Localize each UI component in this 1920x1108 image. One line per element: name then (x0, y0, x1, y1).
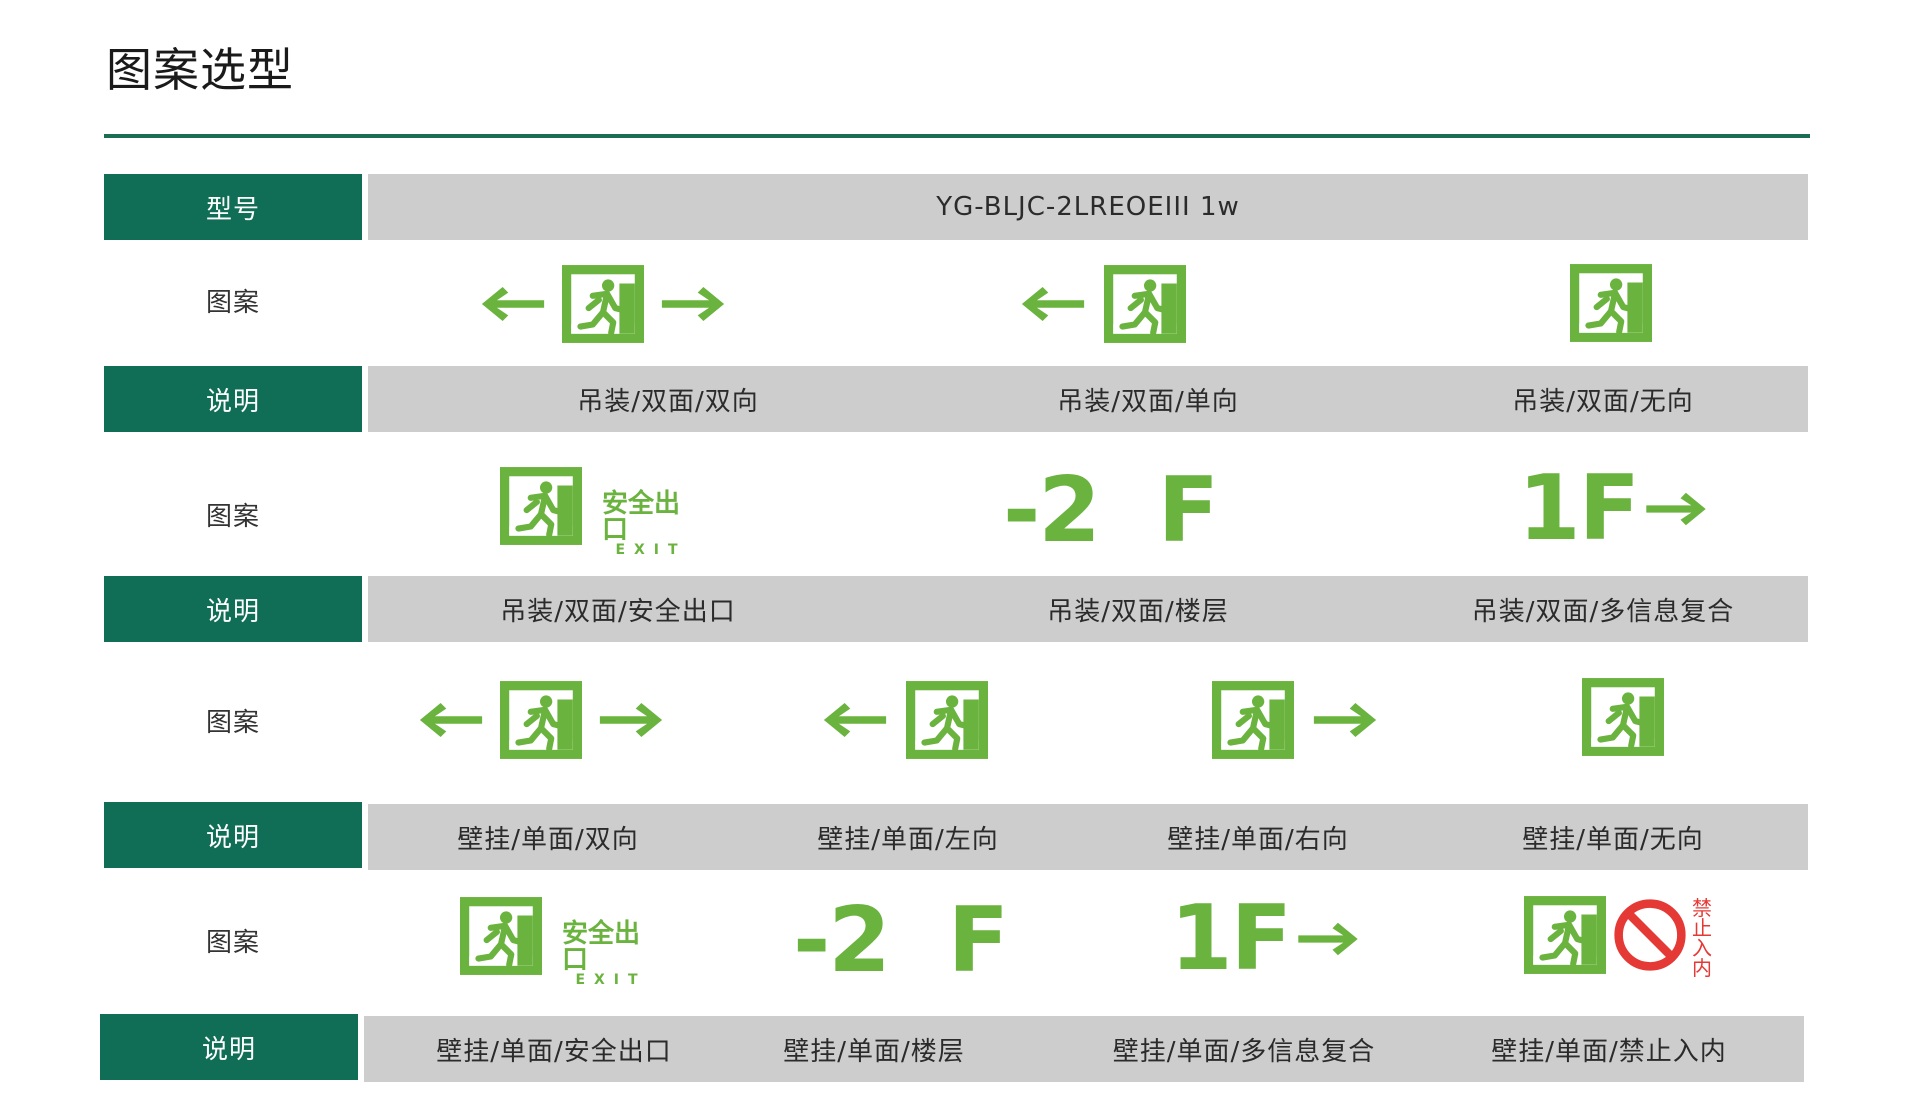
desc-cell: 壁挂/单面/无向 (1522, 824, 1704, 855)
pattern-hang-safe-exit: 安全出口 EXIT (500, 466, 700, 557)
running-man-exit-icon (500, 467, 582, 545)
desc-label: 说明 (104, 802, 362, 868)
safe-exit-text: 安全出口 EXIT (562, 919, 647, 988)
desc-bar: 吊装/双面/双向 吊装/双面/单向 吊装/双面/无向 (368, 366, 1808, 432)
floor-number: 1F (1517, 456, 1640, 561)
running-man-exit-icon (1212, 681, 1294, 759)
desc-label: 说明 (104, 576, 362, 642)
desc-cell: 壁挂/单面/楼层 (783, 1036, 965, 1067)
pattern-wall-single-right (1210, 680, 1380, 760)
desc-cell: 壁挂/单面/禁止入内 (1491, 1036, 1727, 1067)
arrow-right-icon (1296, 921, 1360, 957)
pattern-label: 图案 (205, 707, 260, 738)
desc-cell: 吊装/双面/无向 (1512, 386, 1694, 417)
arrow-right-icon (660, 285, 726, 323)
title-divider (104, 134, 1810, 138)
desc-cell: 壁挂/单面/安全出口 (436, 1036, 672, 1067)
arrow-right-icon (598, 701, 664, 739)
pattern-hang-double-nodirection (1568, 264, 1654, 342)
desc-label: 说明 (104, 366, 362, 432)
running-man-exit-icon (460, 897, 542, 975)
desc-cell: 壁挂/单面/左向 (817, 824, 999, 855)
arrow-right-icon (1644, 491, 1708, 527)
pattern-wall-no-entry: 禁止 入内 (1524, 890, 1724, 980)
floor-number: -2 F (1002, 458, 1219, 563)
floor-number: 1F (1169, 886, 1292, 991)
desc-cell: 吊装/双面/多信息复合 (1471, 596, 1735, 627)
pattern-wall-floor: -2 F (793, 896, 1009, 986)
pattern-wall-single-bidirectional (416, 680, 666, 760)
desc-cell: 吊装/双面/双向 (577, 386, 759, 417)
pattern-hang-double-unidirectional (1018, 264, 1188, 344)
pattern-hang-double-bidirectional (478, 264, 728, 344)
desc-cell: 壁挂/单面/多信息复合 (1112, 1036, 1376, 1067)
desc-cell: 吊装/双面/楼层 (1047, 596, 1229, 627)
model-value: YG-BLJC-2LREOEIII 1w (936, 192, 1240, 222)
pattern-wall-safe-exit: 安全出口 EXIT (460, 896, 660, 987)
running-man-exit-icon (1104, 265, 1186, 343)
running-man-exit-icon (906, 681, 988, 759)
prohibition-icon (1612, 897, 1688, 973)
desc-bar: 吊装/双面/安全出口 吊装/双面/楼层 吊装/双面/多信息复合 (368, 576, 1808, 642)
floor-number: -2 F (792, 888, 1009, 993)
running-man-exit-icon (562, 265, 644, 343)
desc-cell: 吊装/双面/单向 (1057, 386, 1239, 417)
pattern-label: 图案 (205, 927, 260, 958)
desc-cell: 壁挂/单面/双向 (457, 824, 639, 855)
pattern-wall-single-left (820, 680, 990, 760)
safe-exit-text: 安全出口 EXIT (602, 489, 687, 558)
desc-label: 说明 (100, 1014, 358, 1080)
arrow-left-icon (418, 701, 484, 739)
running-man-exit-icon (1570, 264, 1652, 342)
desc-cell: 壁挂/单面/右向 (1167, 824, 1349, 855)
pattern-hang-composite: 1F (1518, 464, 1698, 554)
arrow-left-icon (480, 285, 546, 323)
desc-cell: 吊装/双面/安全出口 (500, 596, 736, 627)
arrow-right-icon (1312, 701, 1378, 739)
no-entry-text: 禁止 入内 (1692, 896, 1712, 980)
page-title: 图案选型 (106, 43, 294, 97)
desc-bar: 壁挂/单面/双向 壁挂/单面/左向 壁挂/单面/右向 壁挂/单面/无向 (368, 804, 1808, 870)
arrow-left-icon (822, 701, 888, 739)
model-bar: YG-BLJC-2LREOEIII 1w (368, 174, 1808, 240)
pattern-label: 图案 (205, 501, 260, 532)
pattern-wall-single-nodirection (1580, 678, 1666, 756)
pattern-label: 图案 (205, 287, 260, 318)
desc-bar: 壁挂/单面/安全出口 壁挂/单面/楼层 壁挂/单面/多信息复合 壁挂/单面/禁止… (364, 1016, 1804, 1082)
pattern-wall-composite: 1F (1170, 894, 1350, 984)
running-man-exit-icon (1524, 896, 1606, 974)
model-label: 型号 (104, 174, 362, 240)
arrow-left-icon (1020, 285, 1086, 323)
running-man-exit-icon (500, 681, 582, 759)
running-man-exit-icon (1582, 678, 1664, 756)
pattern-hang-floor: -2 F (1003, 466, 1219, 556)
